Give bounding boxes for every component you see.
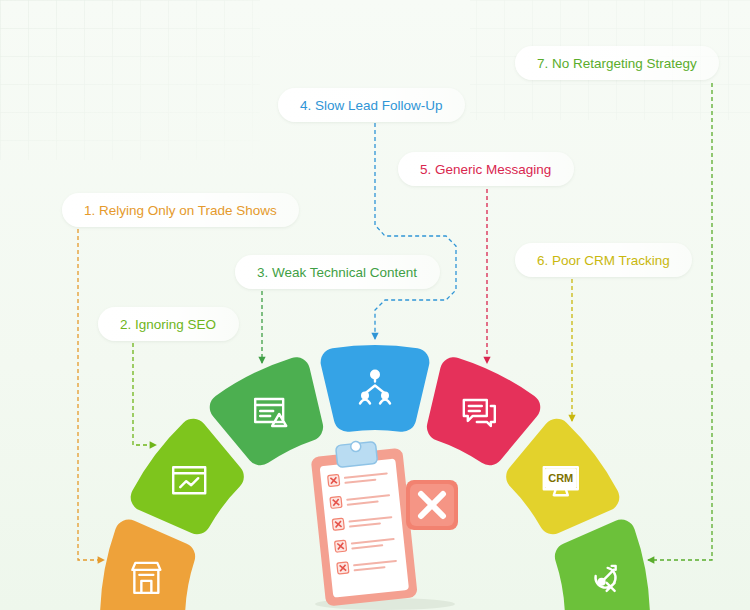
icon-label: CRM (548, 472, 573, 484)
label-pill: 6. Poor CRM Tracking (515, 243, 692, 277)
pill-text: 7. No Retargeting Strategy (537, 56, 697, 71)
grid-texture (0, 0, 260, 160)
pill-text: 2. Ignoring SEO (120, 317, 216, 332)
leader-line (571, 279, 572, 421)
label-pill: 7. No Retargeting Strategy (515, 46, 719, 80)
pill-text: 3. Weak Technical Content (257, 265, 417, 280)
segment-icon (132, 563, 160, 593)
clipboard-illustration (309, 437, 458, 610)
arch-segment (321, 345, 430, 432)
label-pill: 2. Ignoring SEO (98, 307, 239, 341)
label-pill: 5. Generic Messaging (398, 152, 574, 186)
leader-line (261, 291, 262, 363)
leader-line (133, 343, 156, 445)
segment-icon (173, 467, 205, 493)
pill-text: 6. Poor CRM Tracking (537, 253, 670, 268)
segment-icon (360, 370, 390, 404)
grid-texture (470, 0, 750, 120)
pill-text: 4. Slow Lead Follow-Up (300, 98, 443, 113)
leader-line (648, 83, 712, 560)
segment-icon (255, 399, 286, 426)
arch-segment (100, 520, 195, 610)
segment-icon (464, 400, 495, 426)
arch-segment (131, 419, 244, 535)
label-pill: 1. Relying Only on Trade Shows (62, 193, 299, 227)
segment-icon (595, 566, 615, 591)
arch-segment (555, 520, 650, 610)
label-pill: 3. Weak Technical Content (235, 255, 440, 289)
label-pill: 4. Slow Lead Follow-Up (278, 88, 465, 122)
pill-text: 1. Relying Only on Trade Shows (84, 203, 277, 218)
segment-icon (544, 467, 578, 495)
leader-line (486, 189, 487, 363)
leader-line (78, 229, 104, 560)
arch-segment (210, 357, 323, 465)
arch-segment (427, 357, 540, 465)
arch-segment (506, 419, 619, 535)
pill-text: 5. Generic Messaging (420, 162, 551, 177)
